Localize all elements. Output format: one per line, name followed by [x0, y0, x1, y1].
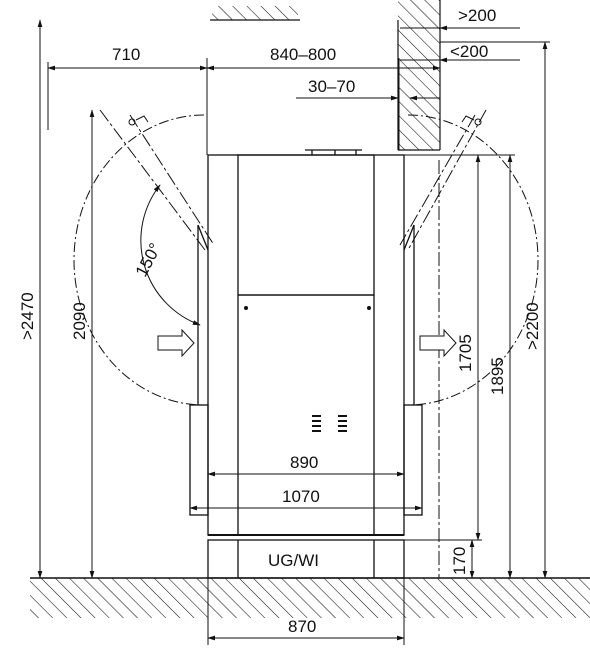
- dim-gt2470: >2470: [18, 292, 37, 340]
- dim-lt200: <200: [450, 42, 488, 61]
- dim-840-800: 840–800: [270, 45, 336, 64]
- ceiling-hatch: [210, 6, 300, 21]
- airflow-arrow-icon: [157, 328, 457, 358]
- dim-1895: 1895: [488, 357, 507, 395]
- dim-170: 170: [450, 547, 469, 575]
- base-label: UG/WI: [268, 551, 319, 570]
- front-details: [244, 306, 371, 432]
- dim-30-70: 30–70: [308, 77, 355, 96]
- dim-710: 710: [112, 45, 140, 64]
- dimension-lines: [37, 19, 550, 645]
- dim-150-angle: 150°: [132, 240, 165, 280]
- door-swing-arcs: [73, 114, 539, 406]
- dim-1705: 1705: [456, 334, 475, 372]
- hinge-icon: [128, 115, 482, 126]
- dim-890: 890: [290, 453, 318, 472]
- dimension-labels: >200 <200 710 840–800 30–70 150° >2470 2…: [18, 6, 542, 636]
- floor-hatch: [30, 577, 590, 618]
- dim-2090: 2090: [70, 302, 89, 340]
- dim-1070: 1070: [282, 487, 320, 506]
- dim-gt2200: >2200: [523, 302, 542, 350]
- dim-gt200: >200: [458, 6, 496, 25]
- dim-870: 870: [288, 617, 316, 636]
- wall-hatch: [397, 0, 441, 151]
- machine-body: [189, 149, 423, 579]
